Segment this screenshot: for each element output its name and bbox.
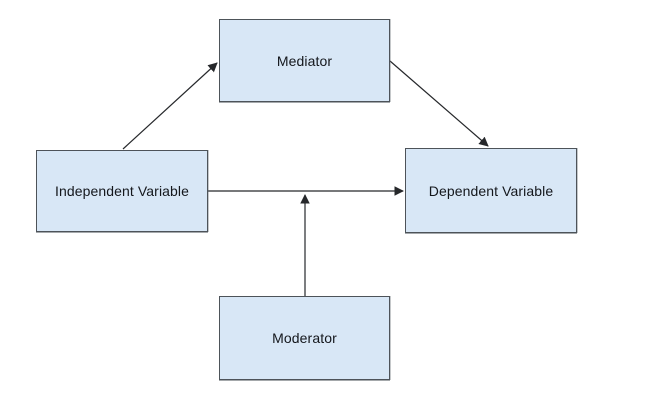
node-moderator-label: Moderator [272,330,337,346]
arrow-independent-to-mediator [122,62,218,150]
node-dependent-variable: Dependent Variable [405,148,577,233]
node-independent-variable: Independent Variable [36,150,208,232]
node-dependent-variable-label: Dependent Variable [428,182,554,199]
node-moderator: Moderator [219,296,390,380]
node-mediator: Mediator [219,19,390,102]
arrow-mediator-to-dependent [389,60,489,147]
node-independent-variable-label: Independent Variable [54,183,190,199]
node-mediator-label: Mediator [276,52,333,69]
